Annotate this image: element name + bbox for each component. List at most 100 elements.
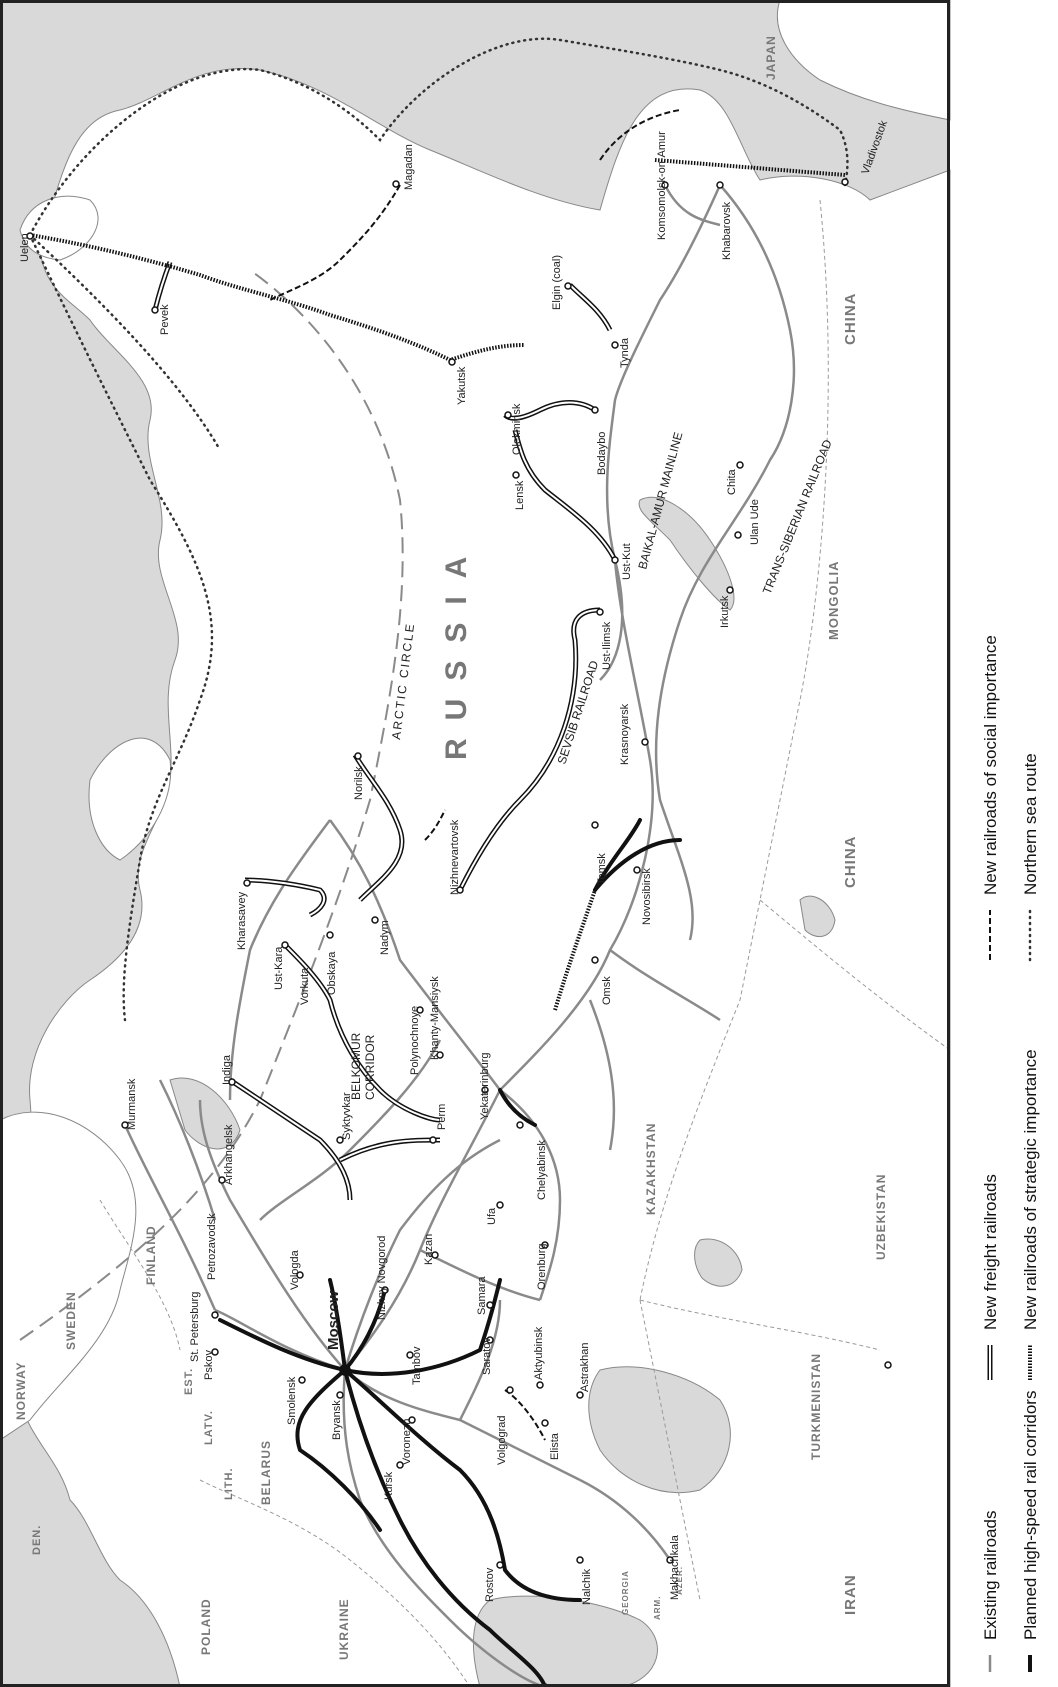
city-krasnoyarsk: Krasnoyarsk bbox=[619, 703, 631, 765]
caspian-sea bbox=[588, 1366, 731, 1494]
city-vorkuta: Vorkuta bbox=[299, 967, 311, 1005]
city-elgin: Elgin (coal) bbox=[551, 255, 563, 310]
city-lensk: Lensk bbox=[514, 480, 526, 510]
city-norilsk: Norilsk bbox=[353, 766, 365, 800]
city-nizhnevartovsk: Nizhnevartovsk bbox=[449, 819, 461, 895]
city-bodaybo: Bodaybo bbox=[596, 432, 608, 475]
country-den: DEN. bbox=[31, 1525, 43, 1555]
city-ulan-ude: Ulan Ude bbox=[749, 499, 761, 545]
city-kursk: Kursk bbox=[383, 1471, 395, 1500]
city-petrozavodsk: Petrozavodsk bbox=[206, 1213, 218, 1280]
country-belarus: BELARUS bbox=[259, 1440, 273, 1505]
country-finland: FINLAND bbox=[144, 1225, 158, 1285]
city-smolensk: Smolensk bbox=[286, 1376, 298, 1425]
lake-baikal bbox=[638, 496, 735, 611]
country-iran: IRAN bbox=[842, 1574, 859, 1615]
map-frame bbox=[0, 0, 951, 1687]
city-chelyabinsk: Chelyabinsk bbox=[536, 1140, 548, 1200]
legend-social-label: New railroads of social importance bbox=[981, 635, 1000, 895]
city-olekminsk: Olekminsk bbox=[511, 403, 523, 455]
map-border bbox=[0, 0, 950, 1687]
country-china-west: CHINA bbox=[842, 836, 859, 889]
city-tambov: Tambov bbox=[411, 1346, 423, 1385]
legend-sea-label: Northern sea route bbox=[1021, 753, 1040, 895]
city-tomsk: Tomsk bbox=[596, 853, 608, 885]
city-pskov: Pskov bbox=[203, 1350, 215, 1380]
belkomur-label-2: CORRIDOR bbox=[363, 1034, 377, 1100]
city-saratov: Saratov bbox=[481, 1337, 493, 1375]
city-bryansk: Bryansk bbox=[331, 1400, 343, 1440]
white-sea bbox=[169, 1077, 241, 1150]
city-chita: Chita bbox=[726, 468, 738, 495]
city-volgograd: Volgograd bbox=[496, 1415, 508, 1465]
city-nalchik: Nalchik bbox=[581, 1568, 593, 1605]
country-est: EST. bbox=[183, 1368, 195, 1395]
city-moscow: Moscow bbox=[325, 1290, 342, 1350]
city-makhachkala: Makhachkala bbox=[669, 1534, 681, 1600]
city-ufa: Ufa bbox=[486, 1207, 498, 1225]
city-ust-kut: Ust-Kut bbox=[621, 543, 633, 580]
city-rostov: Rostov bbox=[484, 1567, 496, 1602]
country-azer: AZER. bbox=[675, 1566, 684, 1595]
new-freight-railroads bbox=[152, 261, 618, 1201]
region-label: RUSSIA bbox=[440, 539, 473, 760]
country-georgia: GEORGIA bbox=[621, 1570, 630, 1615]
country-poland: POLAND bbox=[199, 1598, 213, 1655]
city-arkhangelsk: Arkhangelsk bbox=[223, 1124, 235, 1185]
city-kharasavey: Kharasavey bbox=[236, 891, 248, 950]
city-samara: Samara bbox=[476, 1276, 488, 1315]
city-magadan: Magadan bbox=[403, 144, 415, 190]
city-elista: Elista bbox=[549, 1432, 561, 1460]
city-dots bbox=[26, 178, 892, 1687]
city-komsomolsk: Komsomolsk-on-Amur bbox=[656, 131, 668, 240]
city-murmansk: Murmansk bbox=[126, 1078, 138, 1130]
city-voronezh: Voronezh bbox=[401, 1419, 413, 1465]
city-vologda: Vologda bbox=[289, 1249, 301, 1290]
city-orenburg: Orenburg bbox=[536, 1244, 548, 1290]
city-labels: Uelen Pevek Magadan Vladivostok Komsomol… bbox=[19, 119, 890, 1605]
city-nadym: Nadym bbox=[379, 920, 391, 955]
legend-strategic-label: New railroads of strategic importance bbox=[1021, 1049, 1040, 1330]
country-turkmenistan: TURKMENISTAN bbox=[809, 1353, 823, 1460]
city-yekaterinburg: Yekaterinburg bbox=[479, 1053, 491, 1120]
country-borders bbox=[99, 199, 951, 1687]
city-perm: Perm bbox=[436, 1104, 448, 1130]
city-novosibirsk: Novosibirsk bbox=[641, 868, 653, 925]
country-kazakhstan: KAZAKHSTAN bbox=[644, 1123, 658, 1215]
belkomur-label-1: BELKOMUR bbox=[349, 1032, 363, 1100]
city-aktyubinsk: Aktyubinsk bbox=[533, 1326, 545, 1380]
novaya-zemlya bbox=[88, 737, 172, 861]
city-st-petersburg: St. Petersburg bbox=[189, 1292, 201, 1362]
legend-highspeed-label: Planned high-speed rail corridors bbox=[1021, 1391, 1040, 1640]
legend: Existing railroads Planned high-speed ra… bbox=[981, 635, 1040, 1672]
country-uzbekistan: UZBEKISTAN bbox=[874, 1174, 888, 1260]
city-tynda: Tynda bbox=[619, 337, 631, 368]
highspeed-corridors bbox=[218, 818, 682, 1687]
city-ust-ilimsk: Ust-Ilimsk bbox=[601, 621, 613, 670]
northern-sea-route bbox=[28, 37, 849, 1022]
city-irkutsk: Irkutsk bbox=[719, 595, 731, 628]
city-nizhny: Nizhny Novgorod bbox=[376, 1236, 388, 1320]
city-indiga: Indiga bbox=[221, 1054, 233, 1085]
japan-islands bbox=[776, 0, 951, 121]
city-khanty: Khanty-Mansiysk bbox=[429, 976, 441, 1060]
city-pevek: Pevek bbox=[159, 304, 171, 335]
legend-existing-label: Existing railroads bbox=[981, 1511, 1000, 1640]
country-mongolia: MONGOLIA bbox=[826, 561, 841, 641]
city-khabarovsk: Khabarovsk bbox=[721, 201, 733, 260]
country-ukraine: UKRAINE bbox=[337, 1598, 351, 1660]
country-latv: LATV. bbox=[203, 1410, 215, 1445]
country-japan: JAPAN bbox=[764, 35, 778, 80]
city-syktyvkar: Syktyvkar bbox=[341, 1092, 353, 1140]
country-lith: LITH. bbox=[223, 1468, 235, 1501]
country-norway: NORWAY bbox=[14, 1361, 28, 1420]
city-uelen: Uelen bbox=[19, 233, 31, 262]
city-astrakhan: Astrakhan bbox=[579, 1342, 591, 1392]
balkhash bbox=[799, 895, 836, 938]
country-sweden: SWEDEN bbox=[64, 1291, 78, 1350]
aral-sea bbox=[694, 1238, 743, 1287]
city-kazan: Kazan bbox=[423, 1234, 435, 1265]
city-omsk: Omsk bbox=[601, 976, 613, 1005]
city-ust-kara: Ust-Kara bbox=[273, 946, 285, 990]
